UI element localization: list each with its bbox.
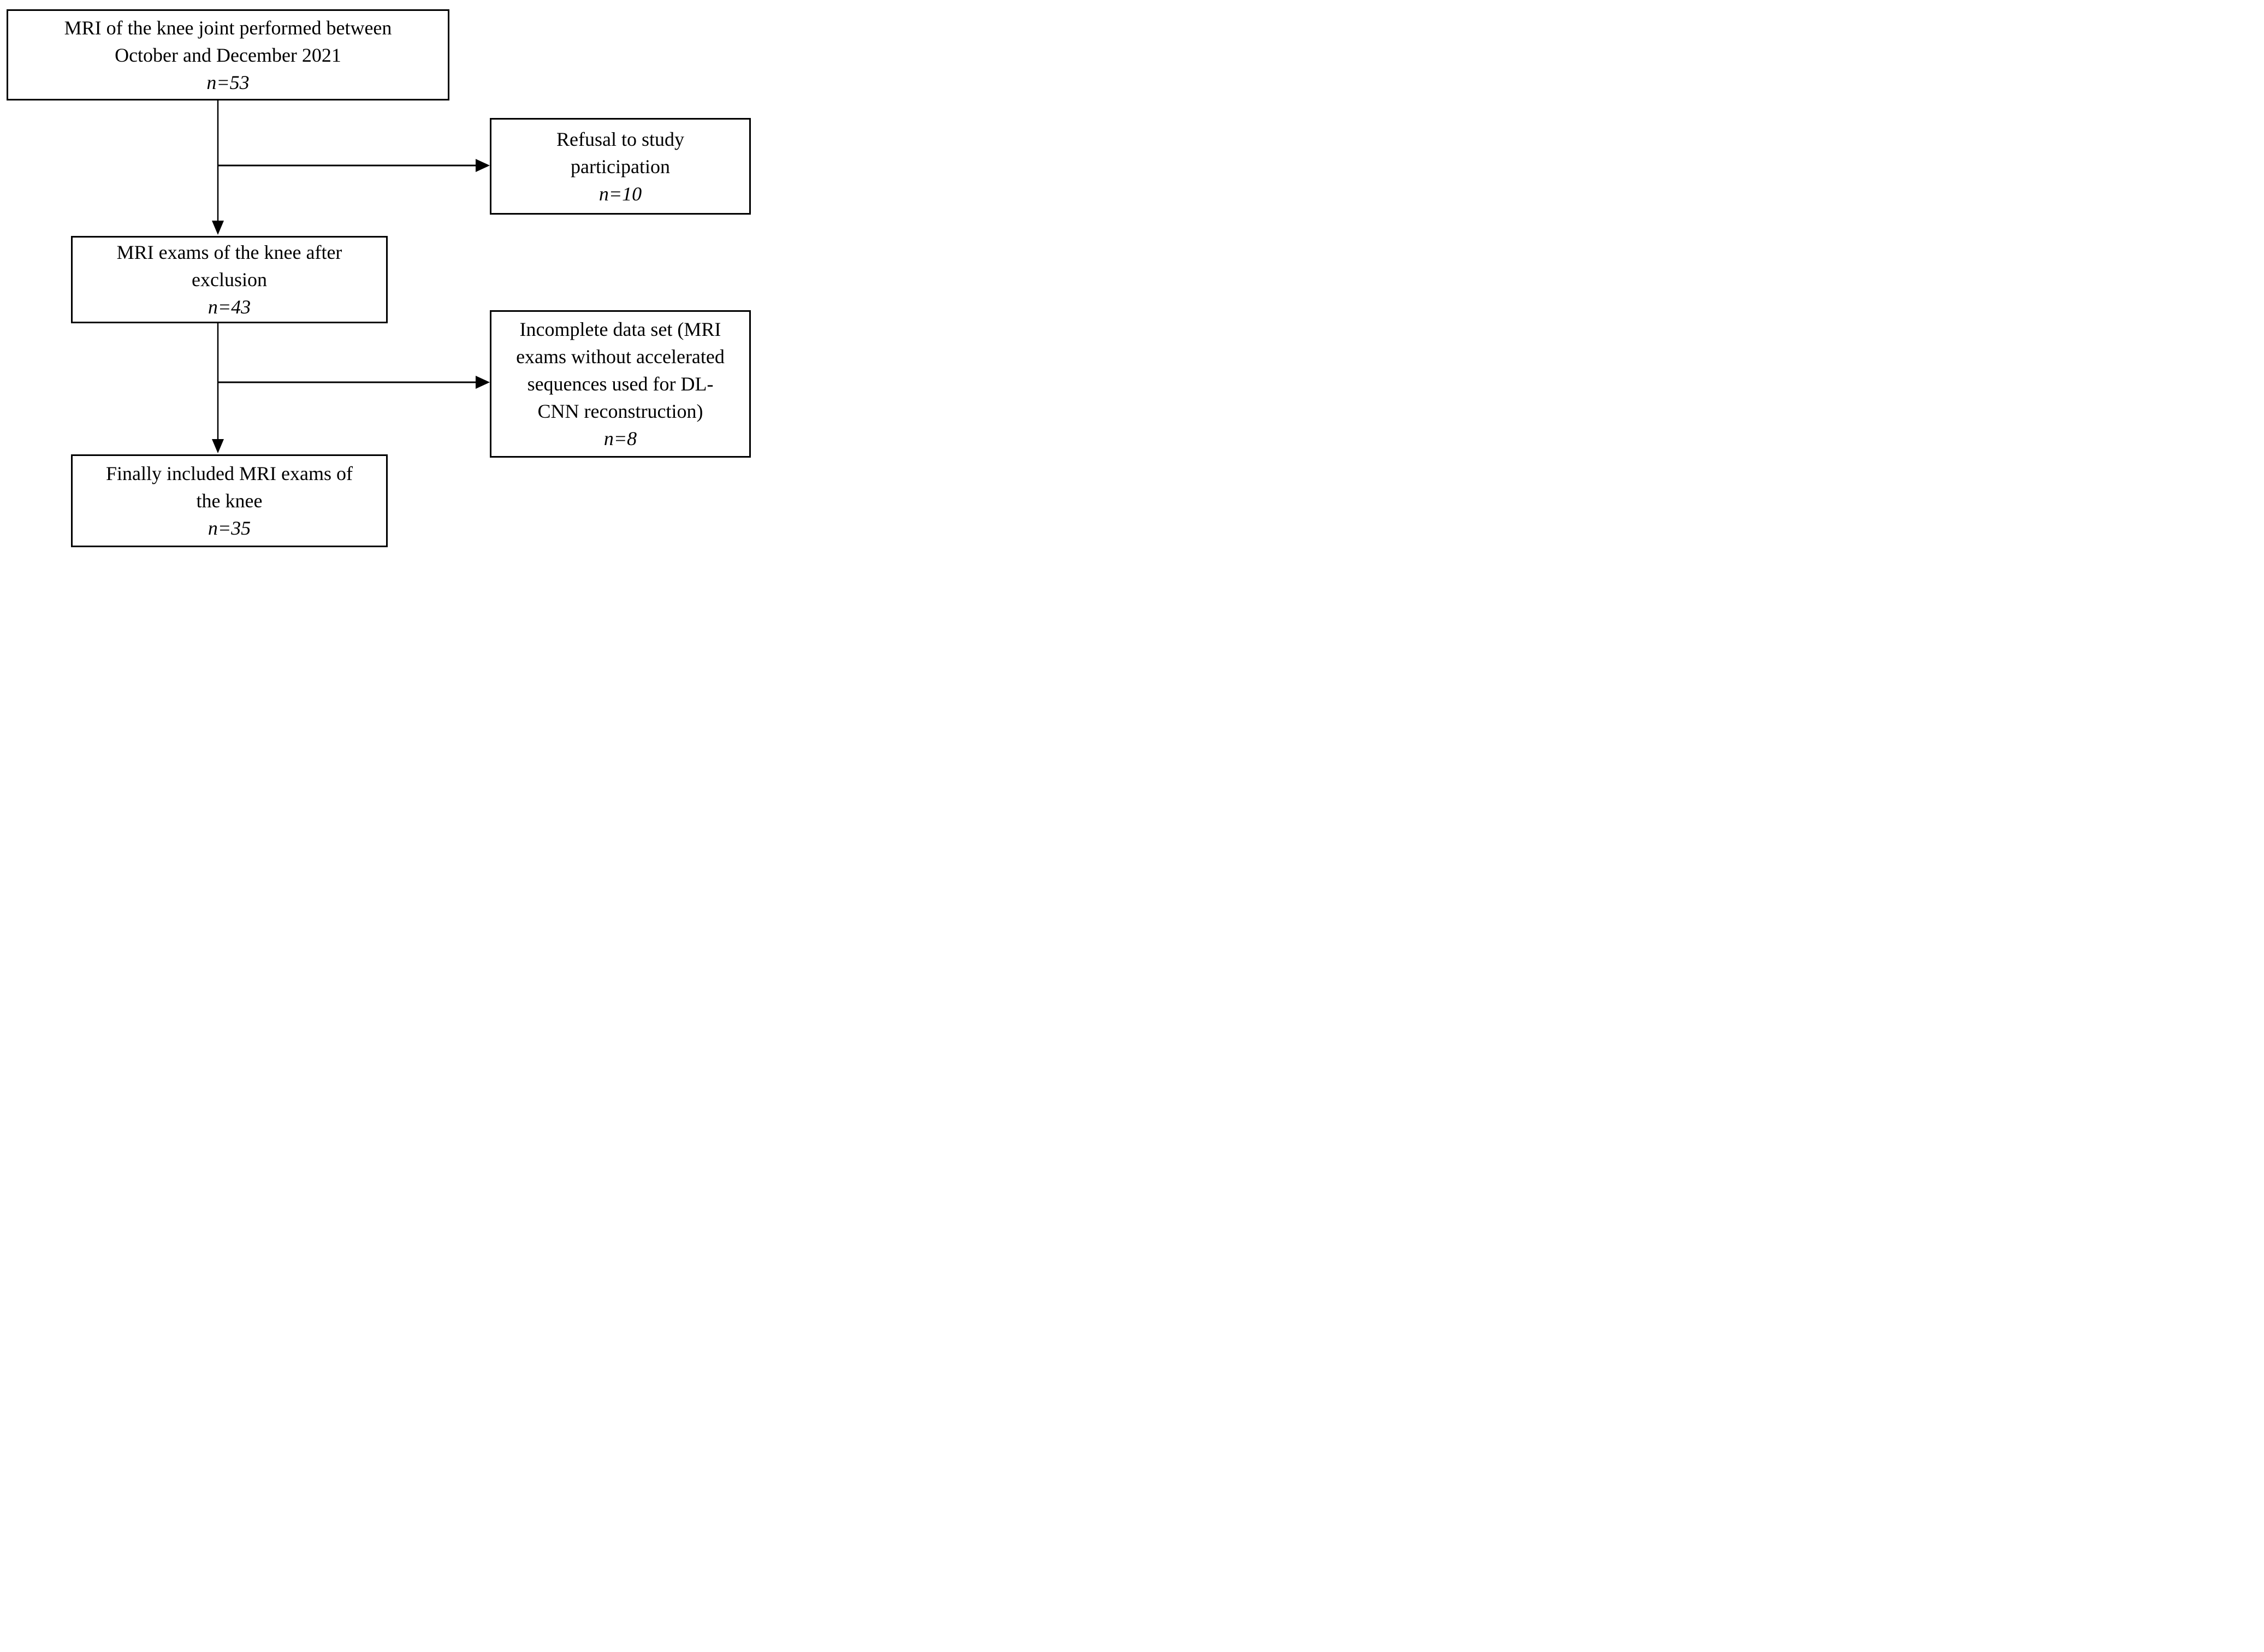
box-text-line: exams without accelerated — [516, 346, 725, 368]
sample-size-label: n=43 — [208, 296, 251, 318]
arrow-right-2-head-icon — [476, 376, 490, 389]
box-text-line: October and December 2021 — [115, 44, 341, 66]
sample-size-label: n=53 — [206, 71, 250, 93]
sample-size-label: n=8 — [603, 428, 637, 449]
box-initial-cohort: MRI of the knee joint performed between … — [7, 9, 449, 100]
box-refusal-exclusion: Refusal to study participation n=10 — [490, 118, 751, 215]
box-finally-included: Finally included MRI exams of the knee n… — [71, 454, 388, 547]
flow-connectors — [212, 100, 490, 453]
arrow-down-1-head-icon — [212, 221, 224, 235]
box-text-line: the knee — [196, 490, 263, 512]
box-incomplete-dataset-exclusion: Incomplete data set (MRI exams without a… — [490, 310, 751, 458]
box-after-exclusion: MRI exams of the knee after exclusion n=… — [71, 236, 388, 323]
box-text-line: participation — [571, 155, 670, 177]
box-text-line: MRI exams of the knee after — [116, 241, 342, 263]
arrow-right-1-head-icon — [476, 159, 490, 172]
flow-diagram: MRI of the knee joint performed between … — [0, 0, 755, 550]
box-text-line: exclusion — [192, 269, 267, 291]
sample-size-label: n=35 — [208, 517, 251, 539]
sample-size-label: n=10 — [598, 182, 642, 205]
box-text-line: Incomplete data set (MRI — [519, 318, 721, 340]
box-text-line: MRI of the knee joint performed between — [64, 16, 392, 39]
box-text-line: Refusal to study — [556, 128, 684, 150]
arrow-down-2-head-icon — [212, 439, 224, 453]
box-text-line: CNN reconstruction) — [537, 400, 703, 422]
box-text-line: sequences used for DL- — [527, 373, 714, 395]
box-text-line: Finally included MRI exams of — [106, 463, 353, 484]
